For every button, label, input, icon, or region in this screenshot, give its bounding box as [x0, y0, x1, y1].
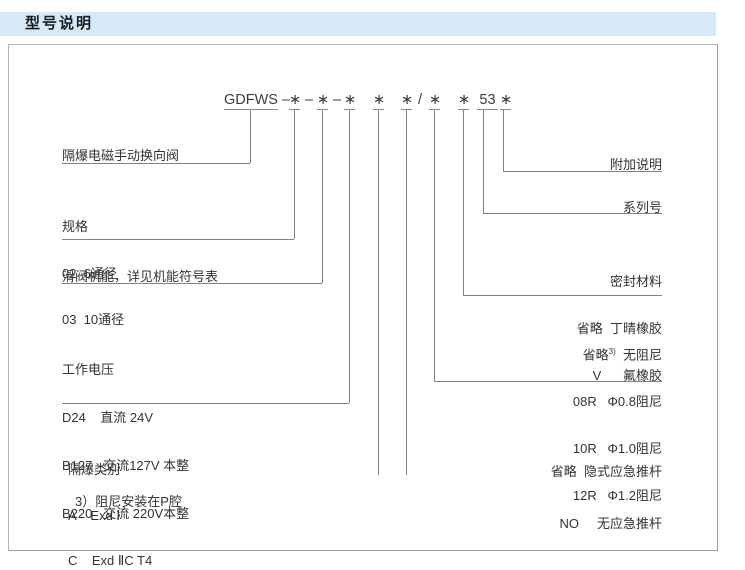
- code-segment-series-53: 53: [477, 93, 498, 110]
- label-voltage-block: 工作电压 D24 直流 24V B127 交流127V 本整 B220 交流 2…: [62, 331, 189, 553]
- connector-v-spool: [322, 110, 323, 283]
- connector-h-spool: [62, 283, 322, 284]
- label-spec-row: 02 6通径: [62, 265, 117, 281]
- connector-h-series: [483, 213, 662, 214]
- label-pushrod-row: 省略 隐式应急推杆: [550, 464, 662, 479]
- connector-h-damping: [434, 381, 662, 382]
- code-segment-star-8: ∗: [500, 92, 513, 110]
- code-segment-slash: /: [417, 92, 423, 108]
- label-spec-block: 规格 02 6通径 03 10通径: [62, 189, 124, 359]
- diagram-frame: [8, 44, 718, 551]
- label-explosion-block: 隔爆类别 A Exd Ⅰ C Exd ⅡC T4: [68, 432, 152, 570]
- label-spec-row: 03 10通径: [62, 312, 125, 327]
- label-explosion-title: 隔爆类别: [68, 462, 121, 477]
- connector-h-voltage: [62, 403, 349, 404]
- connector-v-damping: [434, 110, 435, 381]
- label-damping-none: 无阻尼: [615, 347, 662, 363]
- label-footnote: 3）阻尼安装在P腔: [75, 494, 182, 509]
- code-segment-star-7: ∗: [458, 92, 471, 110]
- label-voltage-row: B220 交流 220V本整: [62, 506, 190, 521]
- footnote-ref: 3): [608, 347, 616, 356]
- code-segment-dash: –: [281, 92, 291, 108]
- label-spec-title: 规格: [62, 219, 89, 234]
- label-seal-row: V 氟橡胶: [592, 368, 662, 383]
- label-pushrod-block: 省略 隐式应急推杆 NO 无应急推杆: [551, 431, 662, 565]
- label-pushrod-row: NO 无应急推杆: [559, 516, 662, 531]
- code-segment-dash: –: [332, 92, 342, 108]
- label-voltage-row: D24 直流 24V: [62, 410, 154, 425]
- section-header-bar: 型号说明: [0, 12, 716, 36]
- label-spool-function: 滑阀机能，详见机能符号表: [62, 269, 219, 284]
- connector-v-pushrod: [406, 110, 407, 475]
- label-additional: 附加说明: [609, 157, 662, 172]
- connector-v-spec: [294, 110, 295, 239]
- label-valve-name: 隔爆电磁手动换向阀: [62, 148, 180, 163]
- label-explosion-row: A Exd Ⅰ: [68, 507, 121, 523]
- connector-h-spec: [62, 239, 294, 240]
- label-explosion-row: C Exd ⅡC T4: [68, 553, 153, 568]
- label-voltage-row: B127 交流127V 本整: [62, 458, 190, 473]
- label-damping-omit-row: 省略3) 无阻尼: [573, 343, 662, 363]
- label-seal-block: 密封材料 省略 丁晴橡胶 V 氟橡胶: [577, 243, 662, 414]
- label-damping-row: 08R Φ0.8阻尼: [572, 394, 662, 410]
- connector-v-valve-name: [250, 110, 251, 163]
- code-segment-dash: –: [304, 92, 314, 108]
- connector-v-additional: [503, 110, 504, 171]
- label-damping-row: 10R Φ1.0阻尼: [572, 441, 662, 457]
- label-seal-title: 密封材料: [609, 274, 662, 289]
- code-segment-star-6: ∗: [429, 92, 442, 110]
- code-segment-prefix: GDFWS: [224, 92, 278, 110]
- connector-h-additional: [503, 171, 662, 172]
- label-seal-row: 省略 丁晴橡胶: [576, 321, 662, 336]
- connector-v-seal: [463, 110, 464, 295]
- code-segment-star-1: ∗: [289, 92, 302, 110]
- code-segment-star-4: ∗: [373, 92, 386, 110]
- connector-v-series: [483, 110, 484, 213]
- code-segment-star-3: ∗: [344, 92, 357, 110]
- section-title: 型号说明: [25, 15, 94, 32]
- connector-h-seal: [463, 295, 662, 296]
- label-damping-row: 12R Φ1.2阻尼: [572, 488, 662, 504]
- label-voltage-title: 工作电压: [62, 362, 115, 377]
- label-series: 系列号: [622, 200, 662, 215]
- connector-v-explosion: [378, 110, 379, 475]
- connector-h-valve-name: [62, 163, 250, 164]
- label-damping-block: 省略3) 无阻尼 08R Φ0.8阻尼 10R Φ1.0阻尼 12R Φ1.2阻…: [573, 313, 662, 534]
- code-segment-star-5: ∗: [401, 92, 414, 110]
- label-damping-omit: 省略: [582, 347, 609, 363]
- connector-v-voltage: [349, 110, 350, 403]
- code-segment-star-2: ∗: [317, 92, 330, 110]
